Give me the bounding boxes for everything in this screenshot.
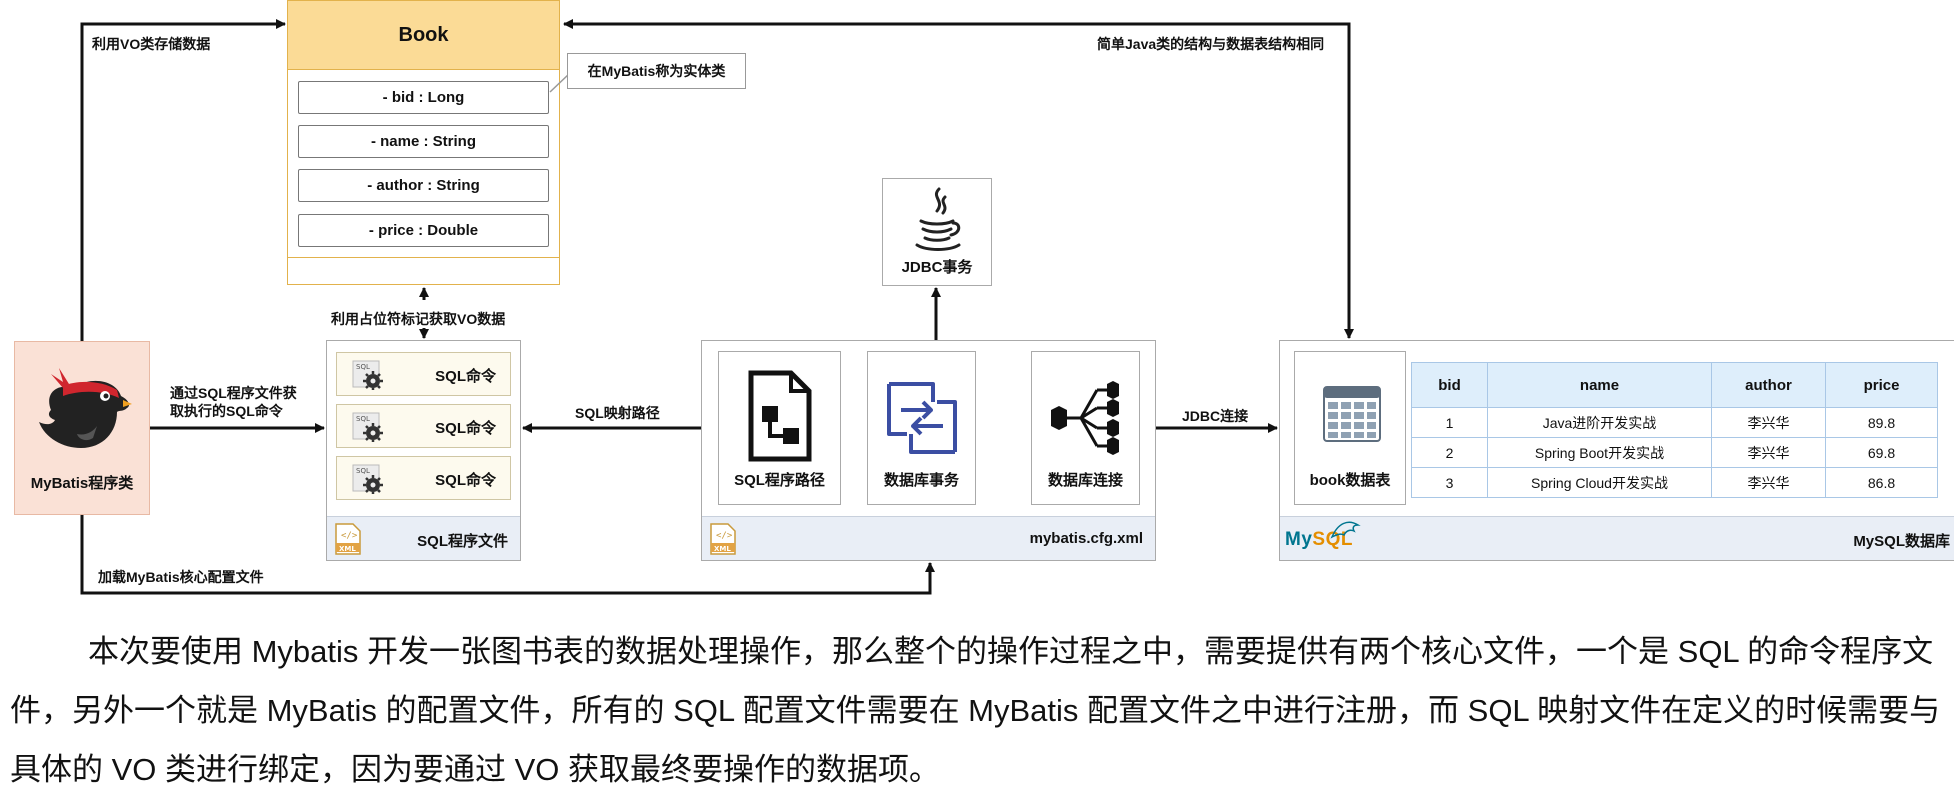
sql-file-group: SQL SQL命令 SQL SQL命令 SQL SQL命令 X (326, 340, 521, 561)
svg-text:</>: </> (341, 531, 358, 541)
sql-gear-icon: SQL (352, 412, 383, 442)
sql-file-footer: XML </> SQL程序文件 (327, 516, 520, 560)
java-same-label: 简单Java类的结构与数据表结构相同 (1097, 36, 1325, 52)
column-header: bid (1411, 362, 1488, 408)
mybatis-program-box: MyBatis程序类 (14, 341, 150, 515)
svg-text:SQL: SQL (356, 415, 370, 423)
table-row: 2 Spring Boot开发实战 李兴华 69.8 (1411, 437, 1938, 468)
mysql-footer: MySQL MySQL数据库 (1280, 516, 1954, 560)
svg-text:XML: XML (339, 545, 356, 553)
book-field-price: - price : Double (298, 214, 549, 247)
vo-store-label: 利用VO类存储数据 (92, 36, 211, 52)
db-conn-label: 数据库连接 (1047, 472, 1123, 489)
book-data-table: bid name author price 1 Java进阶开发实战 李兴华 8… (1411, 362, 1938, 498)
table-row: 1 Java进阶开发实战 李兴华 89.8 (1411, 407, 1938, 438)
placeholder-label: 利用占位符标记获取VO数据 (331, 311, 506, 327)
mybatis-bird-icon (39, 368, 132, 448)
sql-command-1: SQL SQL命令 (336, 352, 511, 396)
sql-path-label: SQL程序路径 (734, 472, 825, 489)
sql-gear-icon: SQL (352, 360, 383, 390)
book-class-title: Book (288, 1, 559, 70)
svg-text:</>: </> (716, 531, 733, 541)
mysql-db-label: MySQL数据库 (1853, 533, 1950, 550)
column-header: name (1487, 362, 1712, 408)
load-cfg-label: 加载MyBatis核心配置文件 (98, 569, 264, 585)
sql-command-2: SQL SQL命令 (336, 404, 511, 448)
entity-class-callout: 在MyBatis称为实体类 (567, 53, 746, 89)
book-field-name: - name : String (298, 125, 549, 158)
sql-command-3: SQL SQL命令 (336, 456, 511, 500)
table-cell: 1 (1411, 407, 1488, 438)
jdbc-tx-label: JDBC事务 (901, 259, 973, 276)
sql-command-label: SQL命令 (435, 420, 496, 437)
sql-command-label: SQL命令 (435, 368, 496, 385)
table-cell: 86.8 (1825, 467, 1938, 498)
db-tx-label: 数据库事务 (883, 472, 959, 489)
mybatis-cfg-group: SQL程序路径 数据库事务 数据库连接 (701, 340, 1156, 561)
table-cell: Spring Cloud开发实战 (1487, 467, 1712, 498)
mysql-dolphin-icon (1330, 521, 1361, 539)
table-cell: Spring Boot开发实战 (1487, 437, 1712, 468)
column-header: price (1825, 362, 1938, 408)
document-flow-icon (748, 370, 811, 462)
svg-text:SQL: SQL (356, 363, 370, 371)
table-grid-icon (1323, 386, 1381, 442)
svg-text:XML: XML (714, 545, 731, 553)
description-paragraph: 本次要使用 Mybatis 开发一张图书表的数据处理操作，那么整个的操作过程之中… (10, 622, 1950, 799)
column-header: author (1711, 362, 1826, 408)
book-field-bid: - bid : Long (298, 81, 549, 114)
book-class-footer (288, 257, 559, 258)
load-cfg-connector (80, 515, 935, 595)
xml-file-icon: XML </> (710, 523, 736, 555)
sql-gear-icon: SQL (352, 464, 383, 494)
table-cell: 李兴华 (1711, 437, 1826, 468)
table-cell: 89.8 (1825, 407, 1938, 438)
java-coffee-icon (915, 187, 961, 251)
get-sql-label: 通过SQL程序文件获取执行的SQL命令 (170, 385, 297, 419)
table-cell: 69.8 (1825, 437, 1938, 468)
table-cell: 3 (1411, 467, 1488, 498)
xml-file-icon: XML </> (335, 523, 361, 555)
db-conn-card: 数据库连接 (1031, 351, 1140, 505)
table-cell: 2 (1411, 437, 1488, 468)
table-header-row: bid name author price (1411, 362, 1938, 408)
network-connection-icon (1050, 381, 1119, 455)
cfg-file-label: mybatis.cfg.xml (1029, 530, 1143, 547)
table-cell: Java进阶开发实战 (1487, 407, 1712, 438)
sql-file-label: SQL程序文件 (417, 533, 508, 550)
table-cell: 李兴华 (1711, 407, 1826, 438)
table-row: 3 Spring Cloud开发实战 李兴华 86.8 (1411, 467, 1938, 498)
sql-command-label: SQL命令 (435, 472, 496, 489)
svg-text:SQL: SQL (356, 467, 370, 475)
book-field-author: - author : String (298, 169, 549, 202)
jdbc-tx-box: JDBC事务 (882, 178, 992, 286)
book-table-card: book数据表 (1294, 351, 1406, 505)
sql-path-card: SQL程序路径 (718, 351, 841, 505)
sql-map-label: SQL映射路径 (575, 405, 660, 421)
mysql-group: book数据表 bid name author price 1 Java进阶开发… (1279, 340, 1954, 561)
vo-store-connector (80, 19, 286, 341)
paragraph-text: 本次要使用 Mybatis 开发一张图书表的数据处理操作，那么整个的操作过程之中… (10, 634, 1941, 787)
db-tx-card: 数据库事务 (867, 351, 976, 505)
book-class-box: Book - bid : Long - name : String - auth… (287, 0, 560, 285)
book-table-label: book数据表 (1309, 472, 1391, 489)
mybatis-program-label: MyBatis程序类 (30, 475, 134, 492)
cfg-footer: XML </> mybatis.cfg.xml (702, 516, 1155, 560)
table-cell: 李兴华 (1711, 467, 1826, 498)
jdbc-conn-label: JDBC连接 (1182, 408, 1249, 424)
exchange-icon (886, 382, 957, 454)
